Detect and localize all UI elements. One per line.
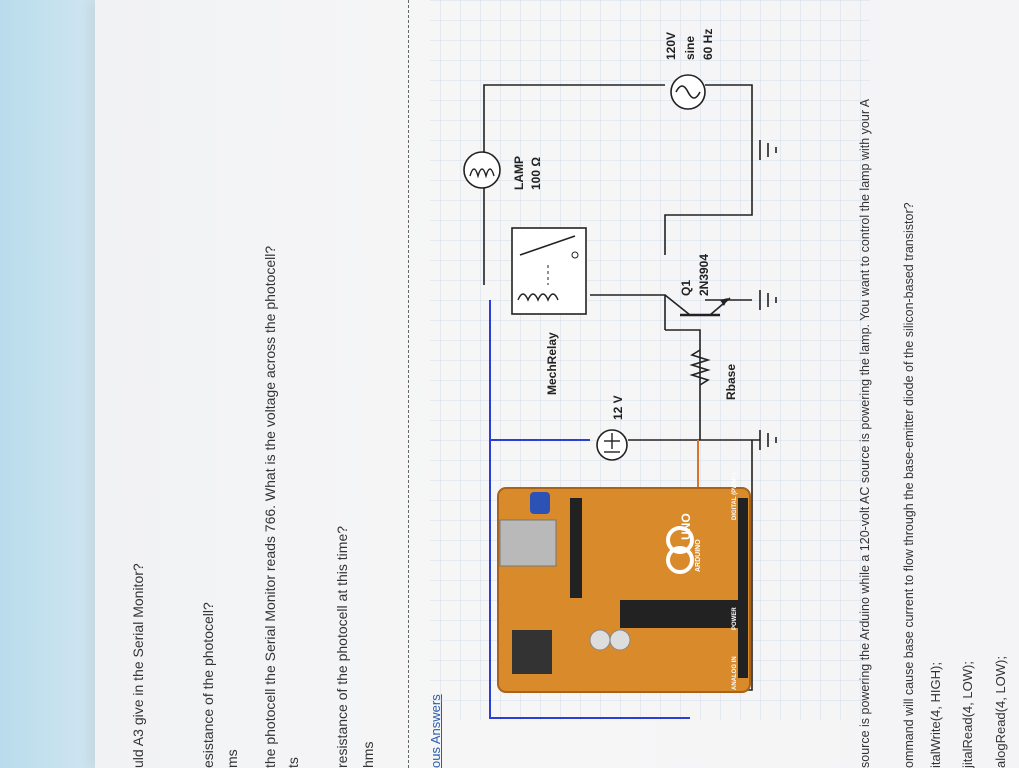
svg-text:100 Ω: 100 Ω: [529, 157, 543, 190]
relay-symbol: [511, 227, 587, 315]
question-line-5: ts: [285, 757, 301, 768]
question-text-right-1: source is powering the Arduino while a 1…: [858, 98, 872, 768]
svg-text:LAMP: LAMP: [512, 156, 526, 190]
question-line-1: uld A3 give in the Serial Monitor?: [130, 563, 146, 768]
svg-text:sine: sine: [683, 36, 697, 60]
svg-text:ARDUINO: ARDUINO: [695, 539, 702, 572]
ground-symbols: [759, 140, 777, 450]
svg-text:Q1: Q1: [679, 280, 693, 296]
lamp-symbol: [463, 151, 501, 189]
question-text-right-2: ommand will cause base current to flow t…: [902, 202, 916, 768]
svg-text:DIGITAL (PWM~): DIGITAL (PWM~): [732, 473, 738, 520]
question-line-3: ms: [224, 749, 240, 768]
svg-text:MechRelay: MechRelay: [545, 332, 559, 395]
separator-dashed: [408, 0, 409, 768]
circuit-diagram: 120V sine 60 Hz LAMP 100 Ω MechRelay Q1 …: [430, 0, 870, 720]
battery-symbol: [596, 429, 628, 461]
question-line-7: hms: [360, 741, 376, 768]
ac-source-symbol: [670, 74, 706, 110]
svg-text:ANALOG IN: ANALOG IN: [732, 656, 738, 690]
option-digitalread[interactable]: jitalRead(4, LOW);: [960, 661, 975, 768]
svg-text:Rbase: Rbase: [724, 364, 738, 400]
svg-text:60 Hz: 60 Hz: [701, 29, 715, 60]
resistor-symbol: [689, 349, 711, 386]
svg-text:2N3904: 2N3904: [697, 254, 711, 296]
question-line-6: resistance of the photocell at this time…: [334, 525, 350, 768]
svg-text:UNO: UNO: [679, 513, 693, 540]
question-line-4: the photocell the Serial Monitor reads 7…: [262, 245, 278, 768]
arduino-board: [497, 487, 751, 693]
svg-text:12 V: 12 V: [611, 395, 625, 420]
transistor-symbol: [664, 294, 731, 317]
option-digitalwrite[interactable]: italWrite(4, HIGH);: [928, 662, 943, 768]
svg-text:120V: 120V: [664, 32, 678, 60]
option-analogread[interactable]: alogRead(4, LOW);: [993, 656, 1008, 768]
svg-text:POWER: POWER: [732, 607, 738, 630]
question-line-2: esistance of the photocell?: [200, 602, 216, 768]
